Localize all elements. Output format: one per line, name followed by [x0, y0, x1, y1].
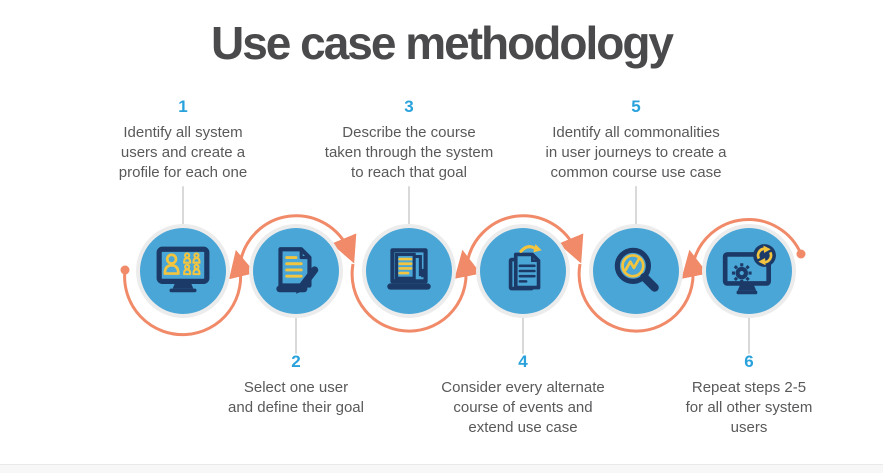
step-6-description: Repeat steps 2-5 for all other system us… [685, 379, 813, 436]
step-1-number: 1 [178, 97, 188, 116]
step-3-number: 3 [404, 97, 414, 116]
step-1-description: Identify all system users and create a p… [118, 124, 248, 181]
monitor-sync-icon [722, 244, 776, 295]
step-2-number: 2 [291, 352, 301, 371]
flow-end-dot [796, 249, 806, 259]
arc-under-3 [350, 249, 481, 333]
step-3-label: 3 Describe the course taken through the … [287, 97, 531, 182]
step-1-circle [140, 228, 226, 314]
step-3-description: Describe the course taken through the sy… [324, 124, 494, 181]
step-5-description: Identify all commonalities in user journ… [545, 124, 727, 181]
step-4-label: 4 Consider every alternate course of eve… [401, 352, 645, 437]
step-2-label: 2 Select one user and define their goal [174, 352, 418, 418]
step-4-number: 4 [518, 352, 528, 371]
documents-refresh-icon [508, 244, 542, 291]
page-title: Use case methodology [210, 17, 674, 69]
step-1-label: 1 Identify all system users and create a… [61, 97, 305, 182]
laptop-documents-icon [387, 248, 431, 290]
arc-under-1 [123, 249, 256, 337]
monitor-users-icon [156, 246, 210, 293]
step-4-circle [480, 228, 566, 314]
step-2-description: Select one user and define their goal [228, 379, 364, 416]
step-5-circle [593, 228, 679, 314]
arc-over-4 [465, 214, 584, 265]
step-6-number: 6 [744, 352, 754, 371]
step-2-circle [253, 228, 339, 314]
step-6-circle [706, 228, 792, 314]
document-pencil-icon [276, 247, 319, 294]
step-6-label: 6 Repeat steps 2-5 for all other system … [627, 352, 871, 437]
magnifier-chart-icon [614, 247, 659, 292]
arc-under-5 [577, 249, 708, 333]
footer-bar [0, 464, 883, 473]
step-5-number: 5 [631, 97, 641, 116]
step-4-description: Consider every alternate course of event… [441, 379, 605, 436]
arc-over-6 [691, 218, 803, 265]
step-3-circle [366, 228, 452, 314]
arc-over-2 [238, 214, 357, 265]
step-5-label: 5 Identify all commonalities in user jou… [514, 97, 758, 182]
